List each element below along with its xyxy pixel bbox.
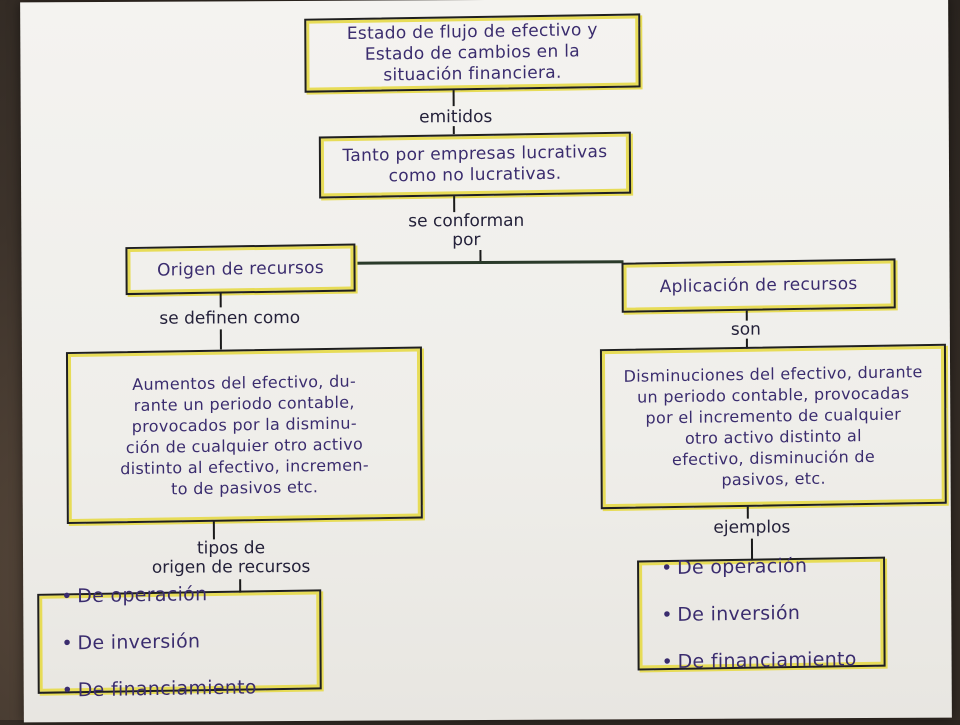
connector-line — [452, 90, 455, 107]
bullet-icon: • — [661, 556, 673, 580]
branch-line — [353, 260, 624, 265]
node-origen-definicion: Aumentos del efectivo, du- rante un peri… — [65, 346, 423, 525]
connector-line — [212, 521, 215, 540]
bullet-icon: • — [61, 632, 74, 655]
node-origen-recursos: Origen de recursos — [125, 243, 356, 296]
aplicacion-ejemplos-list: •De operación •De inversión •De financia… — [657, 531, 874, 696]
node-origen-tipos: •De operación •De inversión •De financia… — [37, 583, 322, 701]
label-se-definen: se definen como — [159, 307, 301, 329]
list-item: •De inversión — [661, 601, 801, 627]
bullet-icon: • — [661, 650, 674, 674]
label-se-conforman: se conforman por — [408, 210, 525, 251]
connector-line — [219, 293, 222, 308]
node-estado-flujo: Estado de flujo de efectivo y Estado de … — [304, 13, 641, 93]
connector-line — [453, 196, 456, 213]
list-item: •De financiamiento — [61, 676, 257, 702]
label-son: son — [730, 319, 761, 340]
node-aplicacion-recursos: Aplicación de recursos — [621, 258, 896, 313]
list-item: •De inversión — [61, 630, 201, 655]
bullet-icon: • — [661, 603, 673, 627]
node-empresas: Tanto por empresas lucrativas como no lu… — [318, 131, 632, 199]
node-aplicacion-ejemplos: •De operación •De inversión •De financia… — [637, 555, 886, 673]
label-emitidos: emitidos — [419, 106, 493, 128]
node-aplicacion-definicion: Disminuciones del efectivo, durante un p… — [599, 343, 947, 510]
connector-line — [452, 126, 455, 135]
list-item: •De operación — [61, 583, 208, 608]
paper-sheet: Estado de flujo de efectivo y Estado de … — [20, 0, 952, 723]
list-item: •De operación — [661, 554, 808, 580]
bullet-icon: • — [61, 679, 74, 702]
list-item: •De financiamiento — [661, 648, 857, 674]
bullet-icon: • — [61, 585, 73, 608]
connector-line — [219, 329, 222, 350]
origen-tipos-list: •De operación •De inversión •De financia… — [57, 559, 310, 725]
